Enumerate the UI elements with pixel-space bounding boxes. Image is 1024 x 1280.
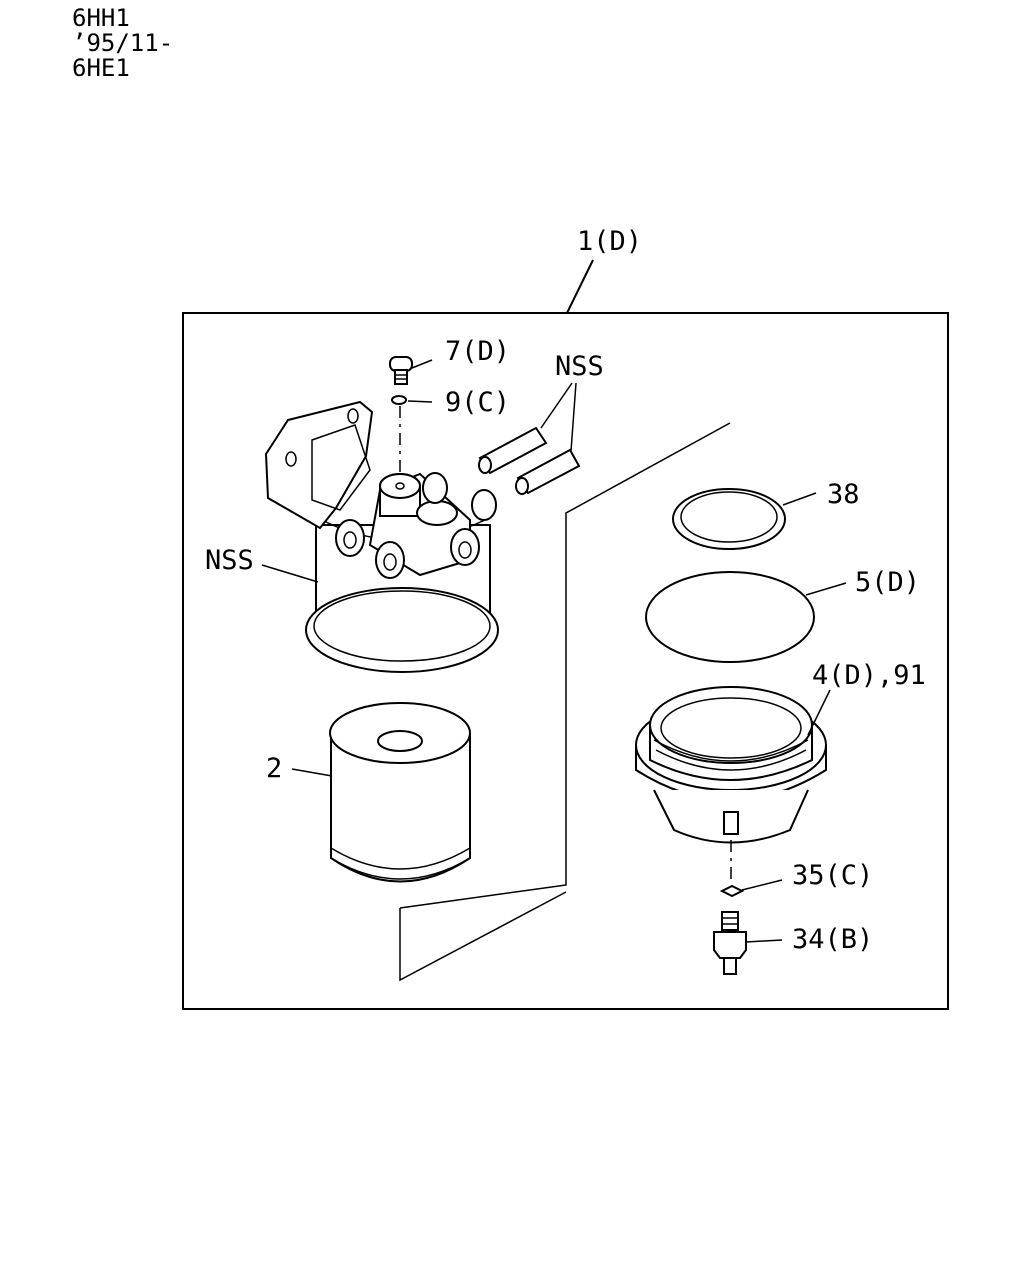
- label-pipes: NSS: [555, 351, 604, 382]
- model-code-6he1: 6HE1: [72, 54, 130, 82]
- label-drain-washer: 35(C): [792, 860, 873, 891]
- plug-washer-leader: [407, 400, 433, 403]
- model-header: 6HH1 ’95/11- 6HE1: [72, 6, 173, 81]
- pipes-leader-2: [570, 382, 577, 452]
- assembly-leader: [566, 259, 594, 314]
- label-ring: 38: [827, 479, 860, 510]
- ring-part: [672, 488, 786, 550]
- pipe-parts: [478, 426, 581, 495]
- element-leader: [291, 768, 333, 777]
- divider-line: [399, 422, 731, 909]
- plug-leader: [411, 359, 433, 369]
- divider-line-lower: [399, 891, 567, 982]
- filter-head-part: [264, 400, 499, 673]
- drain-plug-part: [713, 911, 747, 975]
- label-assembly: 1(D): [577, 226, 642, 257]
- gasket-part: [645, 571, 815, 663]
- label-plug-washer: 9(C): [445, 387, 510, 418]
- label-plug: 7(D): [445, 336, 510, 367]
- drain-plug-leader: [745, 939, 783, 943]
- filter-case-part: [635, 686, 827, 844]
- assembly-frame: [182, 312, 949, 1010]
- model-date: ’95/11-: [72, 29, 174, 57]
- filter-element-part: [329, 702, 471, 883]
- label-element: 2: [266, 753, 282, 784]
- label-head: NSS: [205, 545, 254, 576]
- pipes-leader-1: [540, 382, 573, 429]
- plug-part: [389, 356, 413, 385]
- plug-washer-part: [391, 395, 407, 405]
- case-leader: [807, 689, 831, 736]
- drain-washer-part: [719, 884, 745, 898]
- drain-washer-leader: [741, 879, 783, 891]
- label-gasket: 5(D): [855, 567, 920, 598]
- head-leader: [261, 564, 319, 583]
- ring-leader: [782, 492, 817, 506]
- label-drain-plug: 34(B): [792, 924, 873, 955]
- label-case: 4(D),91: [812, 660, 926, 691]
- model-code-6hh1: 6HH1: [72, 4, 130, 32]
- gasket-leader: [805, 582, 847, 596]
